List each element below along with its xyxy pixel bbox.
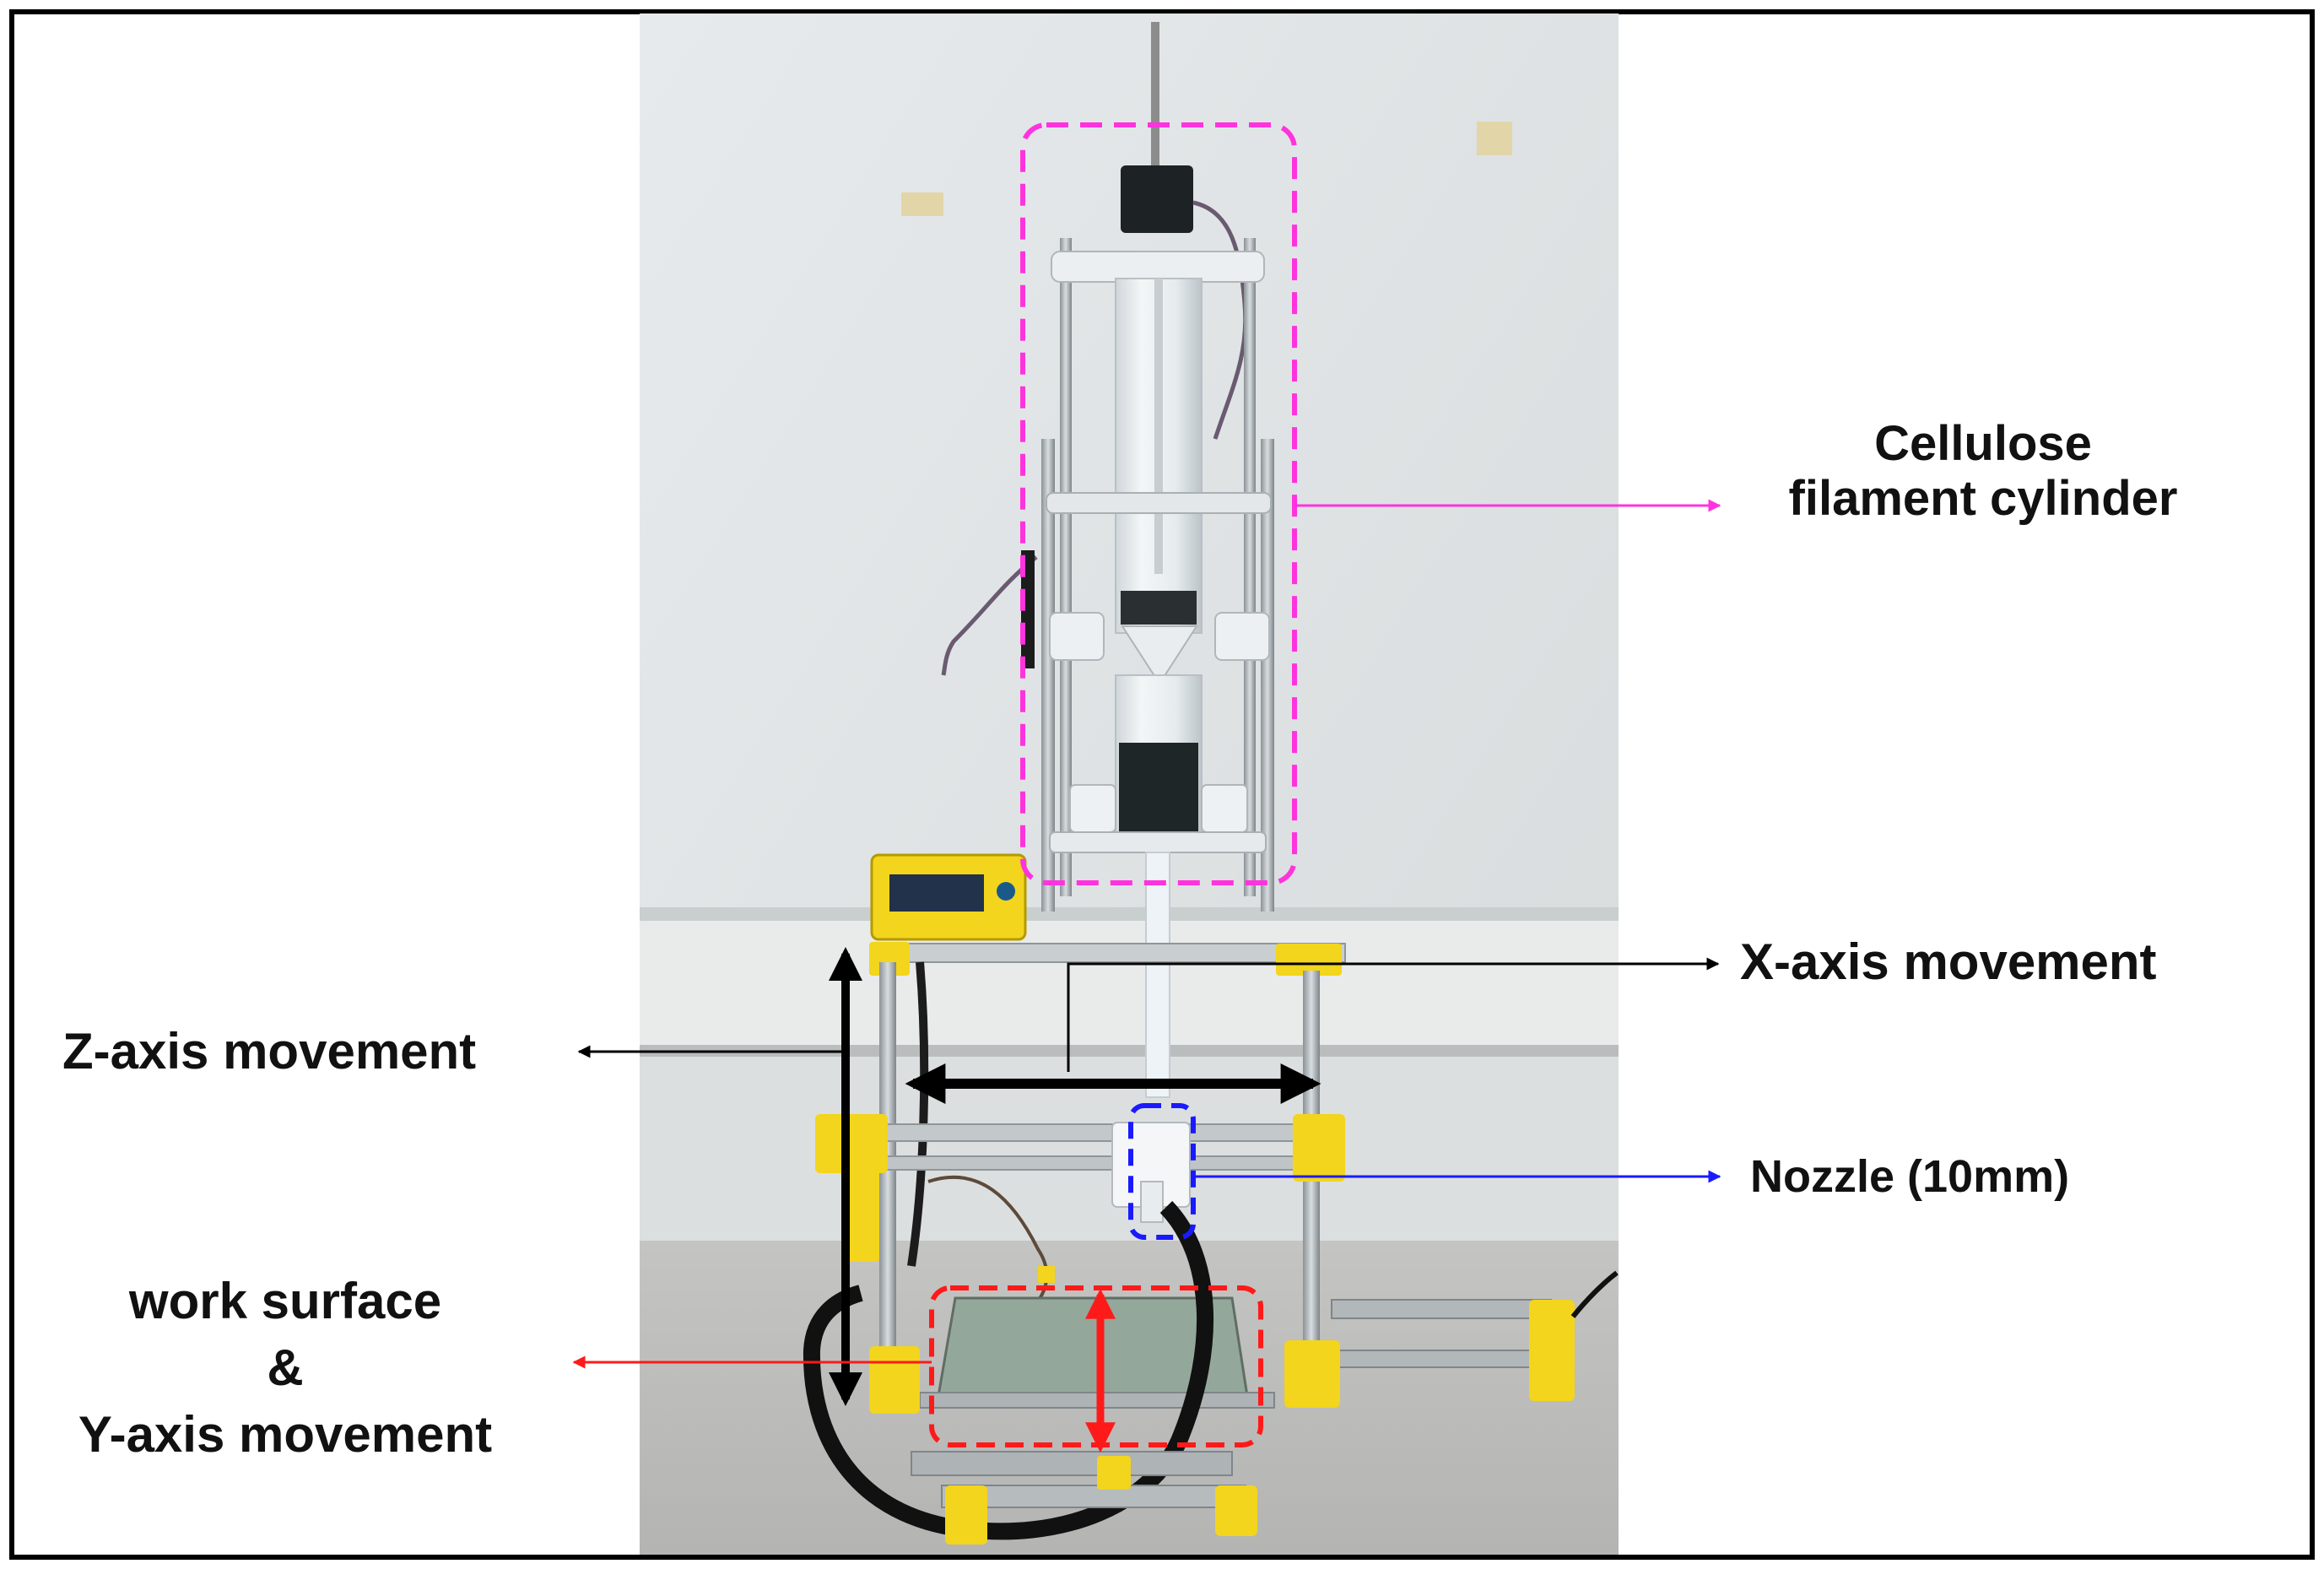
x-crossbar bbox=[885, 1155, 1317, 1171]
piston-rod bbox=[1154, 279, 1163, 574]
frame-corner bbox=[1276, 944, 1342, 976]
z-axis-label: Z-axis movement bbox=[62, 1023, 477, 1079]
piston bbox=[1121, 591, 1197, 625]
bottom-plate bbox=[1049, 831, 1267, 853]
base-rail bbox=[911, 1451, 1233, 1476]
frame-foot bbox=[1529, 1300, 1575, 1401]
sensor-wire bbox=[941, 555, 1038, 676]
nozzle-highlight-box bbox=[1128, 1103, 1196, 1240]
frame-foot bbox=[1097, 1456, 1131, 1490]
mount-bracket bbox=[1049, 612, 1105, 661]
x-crossbar bbox=[885, 1123, 1317, 1142]
figure-border bbox=[9, 9, 2315, 1560]
frame-cable bbox=[907, 961, 929, 1267]
top-plate bbox=[1051, 251, 1265, 283]
frame-foot bbox=[869, 1346, 920, 1414]
frame-foot bbox=[1215, 1485, 1257, 1536]
frame-foot bbox=[945, 1485, 987, 1545]
cylinder-label: Cellulose filament cylinder bbox=[1747, 416, 2219, 527]
threaded-rod bbox=[1060, 238, 1072, 896]
work-surface-label-line3: Y-axis movement bbox=[78, 1406, 493, 1463]
frame-foot bbox=[1284, 1340, 1340, 1408]
mount-bracket bbox=[1201, 784, 1248, 833]
base-rail-right bbox=[1331, 1350, 1560, 1368]
work-surface-label: work surface & Y-axis movement bbox=[41, 1268, 530, 1469]
nozzle-tip bbox=[1140, 1181, 1164, 1223]
printer-photo bbox=[640, 14, 1619, 1555]
guide-rod bbox=[1041, 439, 1055, 912]
cylinder-label-line1: Cellulose bbox=[1874, 416, 2092, 471]
middle-plate bbox=[1046, 492, 1272, 514]
work-surface-label-line2: & bbox=[267, 1339, 304, 1397]
outlet-tube bbox=[1145, 852, 1170, 1098]
work-surface-label-line1: work surface bbox=[128, 1273, 442, 1329]
x-axis-callout-arrow bbox=[1067, 957, 1720, 1072]
endstop bbox=[1038, 1266, 1055, 1283]
threaded-rod bbox=[1244, 238, 1256, 896]
control-knob bbox=[997, 882, 1015, 901]
frame-post bbox=[879, 962, 896, 1401]
nozzle-label: Nozzle (10mm) bbox=[1750, 1151, 2070, 1202]
frame-crossbar-top bbox=[872, 943, 1346, 963]
power-cable bbox=[1570, 1270, 1619, 1318]
guide-rod bbox=[1261, 439, 1274, 912]
mount-bracket bbox=[1214, 612, 1270, 661]
wall-sticker bbox=[901, 192, 943, 216]
lcd-screen bbox=[889, 874, 984, 912]
cylinder-label-line2: filament cylinder bbox=[1788, 470, 2178, 526]
base-rail-right bbox=[1331, 1299, 1552, 1319]
stepper-motor bbox=[1121, 165, 1193, 233]
z-bracket-left bbox=[815, 1114, 888, 1173]
mount-bracket bbox=[1069, 784, 1116, 833]
control-wire bbox=[927, 1175, 1049, 1318]
wall-rail bbox=[640, 907, 1619, 921]
lead-screw bbox=[1151, 22, 1159, 174]
z-bracket-left bbox=[846, 1169, 879, 1262]
wall-sticker bbox=[1477, 122, 1512, 155]
z-bracket-right bbox=[1293, 1114, 1345, 1182]
base-rail bbox=[941, 1485, 1246, 1508]
cylinder-highlight-box bbox=[1020, 122, 1297, 885]
wall-panel bbox=[640, 921, 1619, 1056]
x-axis-label: X-axis movement bbox=[1740, 933, 2157, 990]
funnel bbox=[1121, 625, 1198, 685]
feed-hose bbox=[803, 1201, 1214, 1540]
cellulose-filament bbox=[1119, 743, 1198, 836]
